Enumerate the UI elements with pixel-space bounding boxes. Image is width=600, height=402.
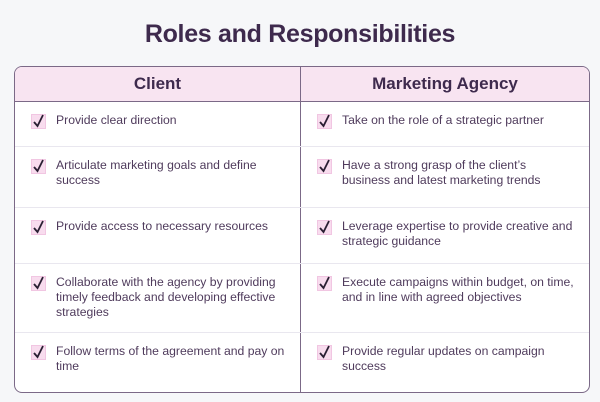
table-header: Client Marketing Agency [15, 67, 589, 102]
agency-responsibility: Take on the role of a strategic partner [342, 113, 544, 127]
agency-responsibility: Provide regular updates on campaign succ… [342, 344, 545, 373]
table-row: Provide clear direction Take on the role… [15, 102, 589, 147]
checkbox-checked-icon [317, 220, 332, 235]
checkbox-checked-icon [317, 159, 332, 174]
column-header-client: Client [15, 67, 301, 101]
client-responsibility: Collaborate with the agency by providing… [56, 275, 276, 319]
checkbox-checked-icon [31, 114, 46, 129]
checkbox-checked-icon [31, 220, 46, 235]
agency-cell: Execute campaigns within budget, on time… [301, 264, 589, 332]
checkbox-checked-icon [31, 345, 46, 360]
client-cell: Follow terms of the agreement and pay on… [15, 333, 301, 392]
checkbox-checked-icon [317, 114, 332, 129]
checkbox-checked-icon [317, 345, 332, 360]
column-header-agency: Marketing Agency [372, 74, 518, 93]
client-responsibility: Provide clear direction [56, 113, 177, 127]
client-cell: Articulate marketing goals and define su… [15, 147, 301, 207]
table-row: Follow terms of the agreement and pay on… [15, 333, 589, 392]
client-cell: Collaborate with the agency by providing… [15, 264, 301, 332]
roles-table: Client Marketing Agency Provide clear di… [14, 66, 590, 393]
agency-cell: Have a strong grasp of the client’s busi… [301, 147, 589, 207]
client-responsibility: Articulate marketing goals and define su… [56, 158, 257, 187]
client-responsibility: Follow terms of the agreement and pay on… [56, 344, 285, 373]
table-row: Articulate marketing goals and define su… [15, 147, 589, 208]
agency-responsibility: Leverage expertise to provide creative a… [342, 219, 573, 248]
agency-cell: Provide regular updates on campaign succ… [301, 333, 589, 392]
table-row: Collaborate with the agency by providing… [15, 264, 589, 333]
agency-responsibility: Execute campaigns within budget, on time… [342, 275, 574, 304]
checkbox-checked-icon [317, 276, 332, 291]
checkbox-checked-icon [31, 276, 46, 291]
page-title: Roles and Responsibilities [144, 20, 456, 48]
table-row: Provide access to necessary resources Le… [15, 208, 589, 264]
checkbox-checked-icon [31, 159, 46, 174]
client-responsibility: Provide access to necessary resources [56, 219, 269, 233]
agency-responsibility: Have a strong grasp of the client’s busi… [342, 158, 541, 187]
client-cell: Provide access to necessary resources [15, 208, 301, 263]
client-cell: Provide clear direction [15, 102, 301, 146]
agency-cell: Leverage expertise to provide creative a… [301, 208, 589, 263]
agency-cell: Take on the role of a strategic partner [301, 102, 589, 146]
